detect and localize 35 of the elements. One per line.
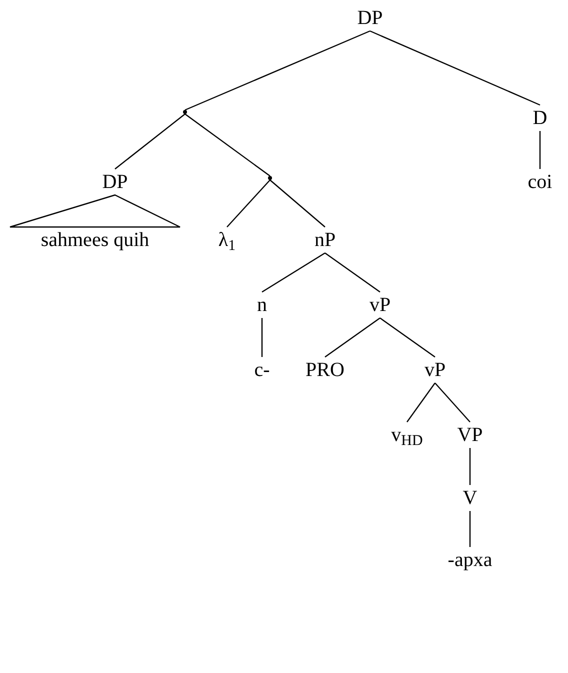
tree-branch bbox=[261, 318, 263, 357]
tree-node-label: D bbox=[532, 105, 548, 131]
tree-branch bbox=[324, 318, 380, 358]
tree-branch bbox=[469, 448, 471, 485]
tree-branch bbox=[184, 114, 270, 176]
tree-node-label: vP bbox=[424, 357, 446, 383]
tree-node-label: -apxa bbox=[448, 547, 492, 573]
tree-branch bbox=[469, 511, 471, 547]
tree-node-label: coi bbox=[528, 169, 552, 195]
tree-node-label: DP bbox=[102, 169, 128, 195]
tree-node-label: VP bbox=[457, 422, 483, 448]
tree-node-label: n bbox=[257, 292, 267, 318]
tree-node-label: nP bbox=[314, 227, 336, 253]
tree-branch bbox=[270, 180, 326, 228]
tree-branch bbox=[184, 30, 370, 111]
tree-node-label: DP bbox=[357, 5, 383, 31]
tree-node-label: PRO bbox=[306, 357, 344, 383]
tree-branch bbox=[324, 252, 380, 292]
tree-node-label: v$_{HD}$ bbox=[391, 422, 423, 448]
tree-branch bbox=[406, 382, 436, 422]
triangle-branch bbox=[9, 194, 181, 228]
tree-branch bbox=[262, 252, 326, 293]
tree-node-label: λ$_{1}$ bbox=[218, 227, 236, 253]
tree-node-label: vP bbox=[369, 292, 391, 318]
tree-branch bbox=[434, 382, 470, 422]
tree-branch bbox=[539, 131, 541, 169]
tree-branch bbox=[114, 114, 186, 170]
tree-branch bbox=[226, 180, 270, 228]
tree-node-label: c- bbox=[254, 357, 270, 383]
tree-branch bbox=[370, 30, 540, 106]
branch-point bbox=[268, 176, 272, 180]
tree-node-label: V bbox=[462, 485, 478, 511]
tree-branch bbox=[380, 318, 436, 358]
tree-node-label: sahmees quih bbox=[40, 227, 150, 253]
branch-point bbox=[183, 110, 187, 114]
